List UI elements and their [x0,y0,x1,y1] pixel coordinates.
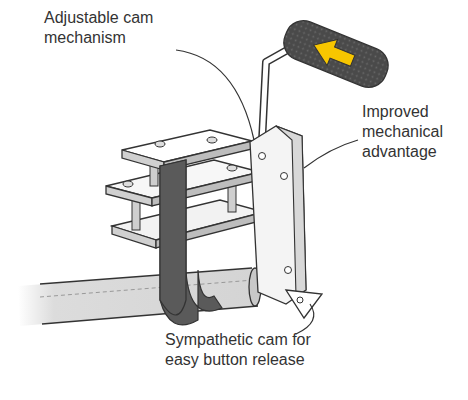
bolt-head [207,137,217,143]
velcro-strap [160,160,186,315]
handlebar-tube [18,268,258,326]
plate-edge [122,150,164,170]
leader-line [176,50,254,140]
pivot-pin [285,267,292,274]
tube-edge [42,306,258,324]
direction-arrow [309,32,358,74]
leader-line [304,140,358,168]
callout-label: Adjustable cam mechanism [44,8,176,48]
plate-edge [106,186,152,206]
lever-grip [278,15,393,93]
callout-label: Improved mechanical advantage [362,102,458,162]
bolt-head [155,141,165,147]
sympathetic-cam [286,290,322,318]
leader-line [296,304,314,334]
cam-side-plate [250,126,306,304]
tube-edge [40,268,252,284]
grip-sleeve [278,15,393,93]
pivot-pin [259,153,266,160]
callout-label: Sympathetic cam for easy button release [165,330,335,370]
bolt-head [123,181,133,187]
pivot-pin [297,297,303,303]
pivot-pin [281,173,288,180]
bolt-head [227,165,237,171]
cam-side-edge [276,126,306,296]
velcro-strap [160,160,222,325]
tube-seam [40,280,254,297]
